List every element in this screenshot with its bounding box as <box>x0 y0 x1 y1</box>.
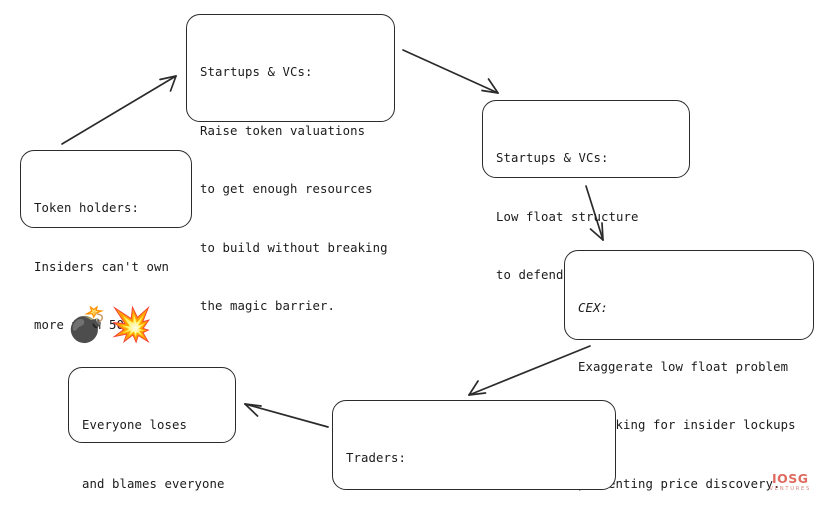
node-line: Startups & VCs: <box>496 151 609 165</box>
arrow-cex-to-traders <box>468 345 591 396</box>
node-line: to build without breaking <box>200 240 388 255</box>
arrow-traders-to-everyone-loses <box>244 403 329 428</box>
node-startups-raise-valuations[interactable]: Startups & VCs: Raise token valuations t… <box>186 14 395 313</box>
node-line: more than 50%! <box>34 318 140 332</box>
node-line: Raise token valuations <box>200 123 366 138</box>
node-line: and blames everyone <box>82 476 225 491</box>
node-startups-low-float[interactable]: Startups & VCs: Low float structure to d… <box>482 100 690 282</box>
node-line: CEX: <box>578 301 609 315</box>
node-token-holders[interactable]: Token holders: Insiders can't own more t… <box>20 150 192 332</box>
node-line: Startups & VCs: <box>200 65 313 79</box>
arrow-token-holders-to-startups-raise <box>61 75 177 145</box>
node-line: Everyone loses <box>82 418 188 432</box>
node-line: Traders: <box>346 451 407 465</box>
node-line: preventing price discovery. <box>578 476 781 491</box>
node-line: Insiders can't own <box>34 259 170 274</box>
node-line: to get enough resources <box>200 182 373 196</box>
node-line: Exaggerate low float problem <box>578 359 789 374</box>
node-line: Low float structure <box>496 209 639 224</box>
iosg-ventures-logo: IOSG VENTURES <box>769 471 811 493</box>
node-cex[interactable]: CEX: Exaggerate low float problem by ask… <box>564 250 814 491</box>
collision-icon: 💥 <box>110 304 155 345</box>
node-everyone-loses[interactable]: Everyone loses and blames everyone else <box>68 367 236 491</box>
logo-subtitle: VENTURES <box>769 486 811 492</box>
logo-wordmark: IOSG <box>772 471 809 486</box>
arrow-startups-raise-to-startups-float <box>402 49 499 94</box>
node-line: Bid on tokens without sell side, <box>346 508 602 511</box>
node-line: the magic barrier. <box>200 299 336 313</box>
bomb-icon: 💣 <box>66 304 111 345</box>
node-line: Token holders: <box>34 201 140 215</box>
node-traders[interactable]: Traders: Bid on tokens without sell side… <box>332 400 616 511</box>
emoji-cluster: 💣💥 <box>66 306 155 342</box>
